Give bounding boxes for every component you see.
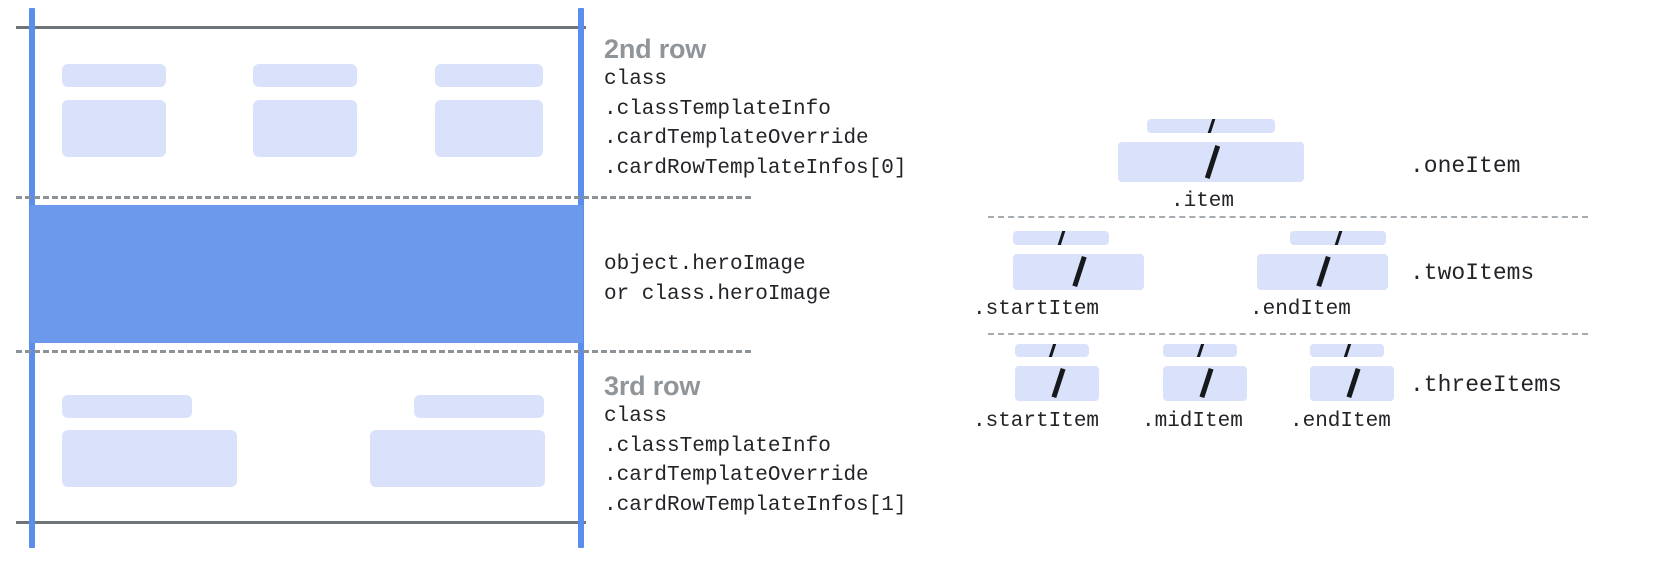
two-items-end-caption: .endItem: [1250, 298, 1351, 321]
group-label-three-items: .threeItems: [1410, 372, 1562, 398]
three-items-end-top-bar: [1310, 344, 1384, 357]
slash-mark: [1199, 367, 1214, 399]
second-row-code-line-0: class: [604, 68, 668, 91]
three-items-start-body-box: [1015, 366, 1099, 401]
two-items-start-body-box: [1013, 254, 1144, 290]
third-row-col2-label-placeholder: [414, 395, 544, 418]
two-items-start-caption: .startItem: [973, 298, 1100, 321]
second-row-col3-label-placeholder: [435, 64, 543, 87]
three-items-mid-top-bar: [1163, 344, 1237, 357]
third-row-title: 3rd row: [604, 371, 701, 401]
second-row-code-line-1: .classTemplateInfo: [604, 97, 831, 121]
second-row-col2-label-placeholder: [253, 64, 357, 87]
three-items-end-body-box: [1310, 366, 1394, 401]
slash-mark: [1333, 231, 1344, 245]
second-row-col2-body-placeholder: [253, 100, 357, 157]
one-item-caption: .item: [1171, 190, 1235, 213]
three-items-start-top-bar: [1015, 344, 1089, 357]
second-row-code-line-3: .cardRowTemplateInfos[0]: [604, 156, 907, 180]
second-row-col1-label-placeholder: [62, 64, 166, 87]
slash-mark: [1056, 231, 1067, 245]
hero-row-code-line-1: or class.heroImage: [604, 282, 831, 306]
row-separator-top: [16, 196, 751, 199]
item-group-separator-1: [988, 216, 1588, 218]
two-items-end-body-box: [1257, 254, 1388, 290]
third-row-col2-body-placeholder: [370, 430, 545, 487]
card-top-rule: [16, 26, 586, 29]
group-label-one-item: .oneItem: [1410, 153, 1521, 179]
three-items-start-caption: .startItem: [973, 410, 1100, 433]
slash-mark: [1316, 255, 1331, 288]
hero-image-band: [30, 205, 583, 343]
hero-row-annotation: object.heroImage or class.heroImage: [604, 250, 831, 309]
row-separator-bottom: [16, 350, 751, 353]
third-row-col1-body-placeholder: [62, 430, 237, 487]
two-items-start-top-bar: [1013, 231, 1109, 245]
third-row-code-line-3: .cardRowTemplateInfos[1]: [604, 493, 907, 517]
card-bottom-rule: [16, 521, 586, 524]
item-group-separator-2: [988, 333, 1588, 335]
group-label-two-items: .twoItems: [1410, 260, 1535, 286]
slash-mark: [1047, 344, 1058, 357]
slash-mark: [1342, 344, 1353, 357]
slash-mark: [1206, 119, 1217, 133]
one-item-top-bar: [1147, 119, 1275, 133]
third-row-code-line-0: class: [604, 405, 668, 428]
slash-mark: [1346, 367, 1361, 399]
second-row-annotation: 2nd row class .classTemplateInfo .cardTe…: [604, 33, 906, 183]
slash-mark: [1195, 344, 1206, 357]
third-row-code-line-1: .classTemplateInfo: [604, 434, 831, 458]
second-row-col1-body-placeholder: [62, 100, 166, 157]
slash-mark: [1051, 367, 1066, 399]
second-row-col3-body-placeholder: [435, 100, 543, 157]
slash-mark: [1072, 255, 1087, 288]
third-row-col1-label-placeholder: [62, 395, 192, 418]
third-row-annotation: 3rd row class .classTemplateInfo .cardTe…: [604, 370, 906, 520]
item-layout-diagram: .item .oneItem .startItem .endItem .twoI…: [960, 0, 1676, 584]
three-items-mid-caption: .midItem: [1142, 410, 1243, 433]
slash-mark: [1204, 145, 1221, 179]
second-row-title: 2nd row: [604, 34, 707, 64]
hero-row-code-line-0: object.heroImage: [604, 253, 806, 276]
three-items-mid-body-box: [1163, 366, 1247, 401]
two-items-end-top-bar: [1290, 231, 1386, 245]
second-row-code-line-2: .cardTemplateOverride: [604, 127, 869, 150]
card-template-diagram: 2nd row class .classTemplateInfo .cardTe…: [0, 0, 906, 584]
third-row-code-line-2: .cardTemplateOverride: [604, 464, 869, 487]
one-item-body-box: [1118, 142, 1304, 182]
three-items-end-caption: .endItem: [1290, 410, 1391, 433]
